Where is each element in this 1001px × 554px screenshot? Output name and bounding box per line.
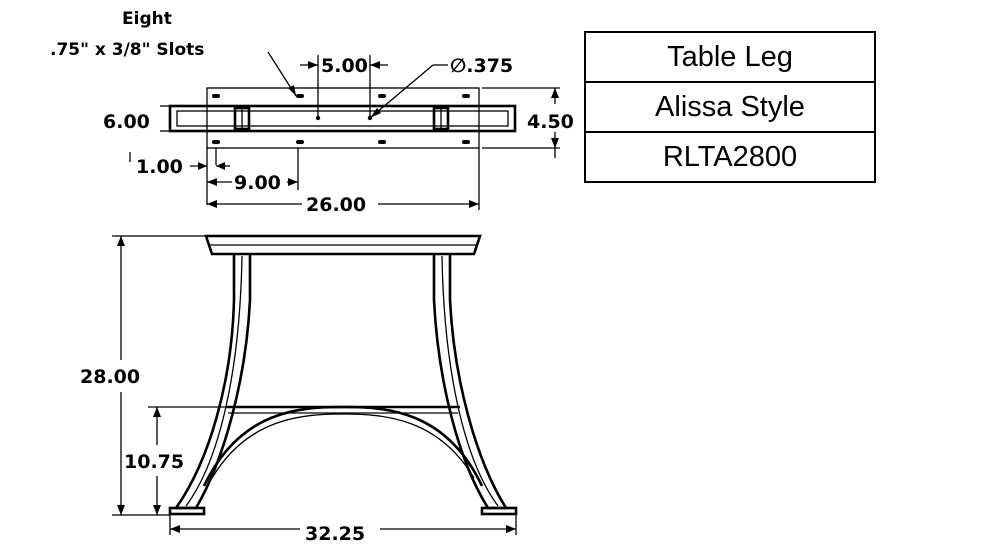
depth-inner-dim: 4.50 (527, 111, 574, 133)
slot (212, 140, 220, 144)
slot (212, 94, 220, 98)
depth-outer-dim: 6.00 (103, 111, 150, 133)
slot-spacing-dim: 5.00 (321, 55, 368, 77)
top-view: Eight .75" x 3/8" Slots 5.00 ∅.375 6.00 … (50, 9, 574, 216)
right-foot (480, 506, 518, 516)
front-top-rail (204, 234, 482, 256)
slot (378, 140, 386, 144)
slot (378, 94, 386, 98)
slot (296, 140, 304, 144)
rail-inner (176, 110, 509, 127)
base-width-dim: 32.25 (305, 523, 365, 545)
rail-outer (168, 104, 517, 133)
top-length-dim: 26.00 (306, 194, 366, 216)
title-block: Table Leg Alissa Style RLTA2800 (584, 31, 876, 183)
slot-group (212, 94, 470, 144)
slot (462, 140, 470, 144)
arch (202, 405, 484, 487)
slot-note-line2: .75" x 3/8" Slots (50, 40, 204, 60)
hole-diameter-dim: ∅.375 (450, 55, 513, 77)
title-block-style: Alissa Style (586, 83, 874, 133)
title-block-part-number: RLTA2800 (662, 140, 798, 173)
slot (296, 94, 304, 98)
top-plate (206, 87, 480, 149)
left-foot (168, 506, 206, 516)
title-block-name: Table Leg (586, 33, 874, 83)
slot (462, 94, 470, 98)
slot-note-line1: Eight (122, 9, 172, 29)
arch-height-dim: 10.75 (124, 451, 184, 473)
slot-offset-dim: 9.00 (234, 172, 281, 194)
right-leg (432, 254, 509, 510)
front-view: 28.00 10.75 32.25 (80, 234, 518, 545)
end-offset-dim: 1.00 (136, 156, 183, 178)
height-dim: 28.00 (80, 366, 140, 388)
